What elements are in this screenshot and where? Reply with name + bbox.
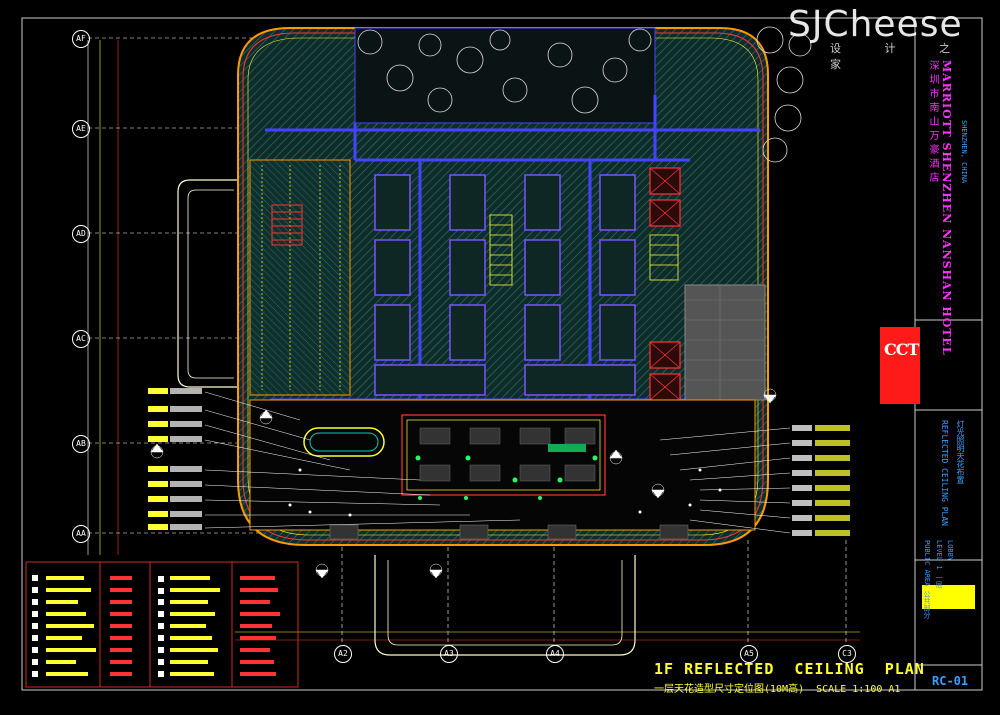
sheet-description-en: REFLECTED CEILING PLAN <box>940 420 949 526</box>
logo-text: CCT <box>884 340 919 359</box>
entrance-canopy-bottom <box>374 555 636 656</box>
service-zone <box>684 284 766 401</box>
hotel-name-cn: 深圳市南山万豪酒店 <box>927 60 938 186</box>
grid-bubble-col-a2: A2 <box>334 645 352 663</box>
stair-icon <box>271 204 303 246</box>
grid-axis-bottom <box>235 540 860 645</box>
entrance-canopy-left <box>177 179 238 388</box>
hotel-location: SHENZHEN, CHINA <box>960 120 968 184</box>
grid-bubble-col-c3: C3 <box>838 645 856 663</box>
sheet-number: RC-01 <box>932 674 969 688</box>
garden-area <box>354 27 656 124</box>
watermark-brand: SJCheese <box>788 4 963 45</box>
lobby-label: LOBBY <box>946 540 954 562</box>
callout-tags-left <box>148 388 202 530</box>
callout-leaders <box>204 391 791 534</box>
reception-capsule <box>303 427 385 457</box>
tree-icon <box>357 26 812 163</box>
grid-bubble-row-ae: AE <box>72 120 90 138</box>
grid-bubble-col-a4: A4 <box>546 645 564 663</box>
grid-bubble-row-ad: AD <box>72 225 90 243</box>
ballroom-zone <box>249 159 351 396</box>
sheet-description-cn: 灯光照明天花布置 <box>956 420 965 484</box>
grid-bubble-col-a5: A5 <box>740 645 758 663</box>
hotel-name-en: MARRIOTT SHENZHEN NANSHAN HOTEL <box>940 60 953 356</box>
grid-bubble-row-af: AF <box>72 30 90 48</box>
grid-bubble-row-ab: AB <box>72 435 90 453</box>
legend-entries <box>32 575 280 677</box>
watermark-sub: 设 计 之 家 <box>830 42 970 71</box>
level-label: LEVEL 1 一层 <box>935 540 943 588</box>
plan-title: 1F REFLECTED CEILING PLAN <box>654 660 925 678</box>
structural-bays <box>374 174 636 396</box>
hotel-logo-icon <box>880 327 920 404</box>
title-yellow-block <box>922 585 975 609</box>
callout-tags-right <box>792 425 850 536</box>
section-marker-icon <box>150 388 777 579</box>
grid-bubble-row-ac: AC <box>72 330 90 348</box>
grid-bubble-row-aa: AA <box>72 525 90 543</box>
plan-subtitle: 一层天花造型尺寸定位图(10M高) SCALE 1:100 A1 <box>654 684 901 695</box>
area-label: PUBLIC AREA 公共部分 <box>923 540 931 619</box>
grid-bubble-col-a3: A3 <box>440 645 458 663</box>
legend-table <box>25 561 299 688</box>
